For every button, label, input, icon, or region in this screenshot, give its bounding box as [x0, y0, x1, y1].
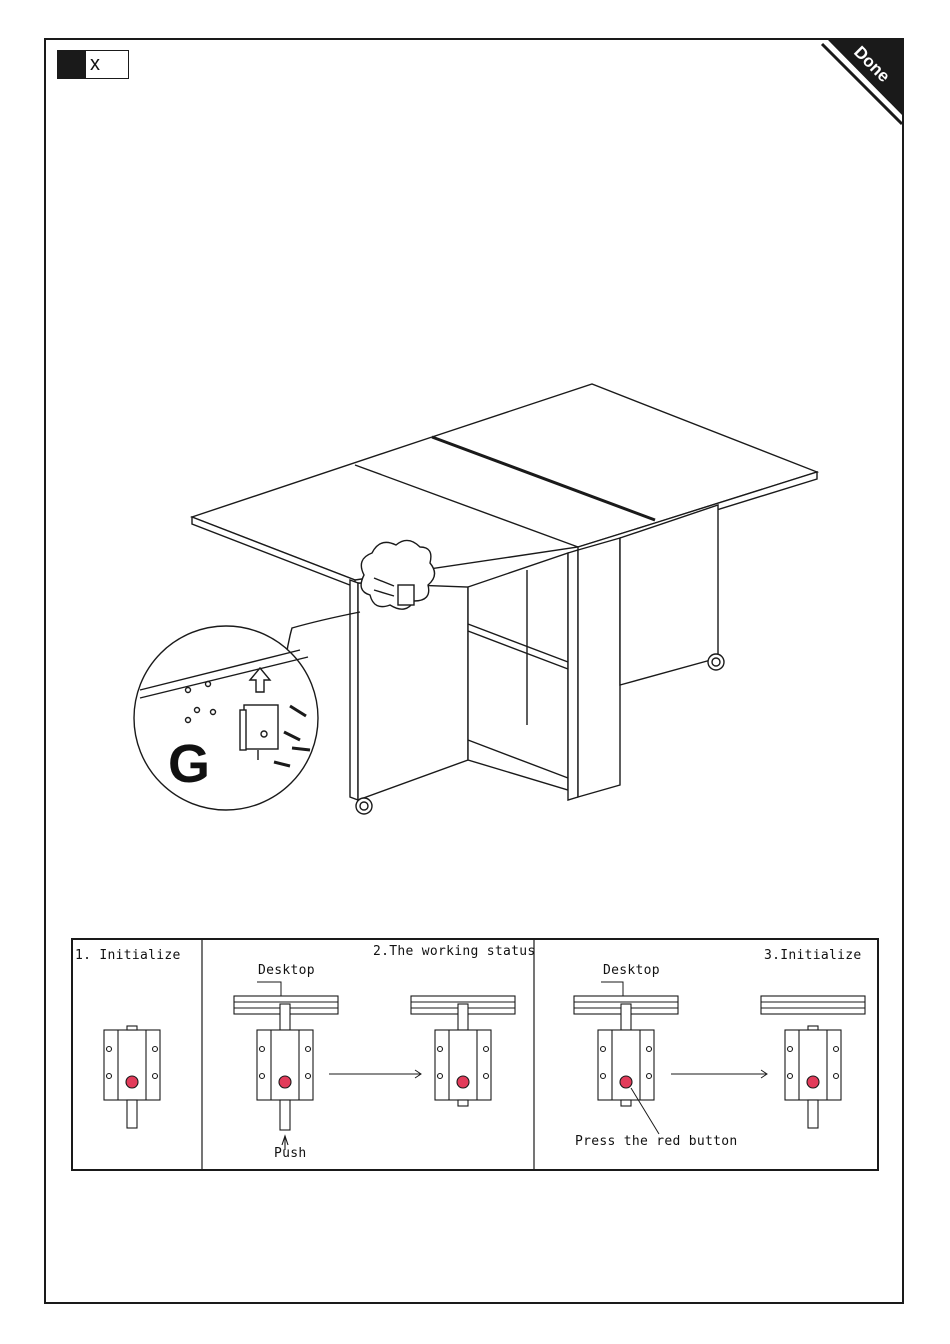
latch-2a-body	[257, 1030, 313, 1100]
small-bracket	[398, 585, 414, 605]
latch-3a-hole	[601, 1074, 606, 1079]
red-button-note: Press the red button	[575, 1134, 738, 1149]
cabinet-side	[468, 553, 568, 790]
latch-3b-hole	[834, 1074, 839, 1079]
mechanism-diagrams	[71, 938, 879, 1171]
callout-letter: G	[168, 734, 210, 794]
magnified-detail-circle	[134, 626, 318, 810]
latch-2a-hole	[306, 1047, 311, 1052]
latch-2b-neck	[458, 1004, 468, 1030]
red-button-2a	[279, 1076, 291, 1088]
latch-1-hole	[153, 1047, 158, 1052]
latch-1-body	[104, 1030, 160, 1100]
red-button-3a	[620, 1076, 632, 1088]
mechanism-detail-panel: 1. Initialize 2.The working status Deskt…	[71, 938, 879, 1171]
latch-3a-neck	[621, 1004, 631, 1030]
latch-2a-pin	[280, 1100, 290, 1130]
latch-3b-body	[785, 1030, 841, 1100]
latch-2b-hole	[484, 1074, 489, 1079]
latch-2b-hole	[438, 1047, 443, 1052]
latch-3a-hole	[647, 1074, 652, 1079]
red-button-2b	[457, 1076, 469, 1088]
latch-2b-body	[435, 1030, 491, 1100]
latch-2b-pin	[458, 1100, 468, 1106]
latch-2b-hole	[438, 1074, 443, 1079]
panel-3-title: 3.Initialize	[764, 948, 862, 963]
latch-3b-hole	[788, 1047, 793, 1052]
latch-2b-hole	[484, 1047, 489, 1052]
latch-3b-top	[808, 1026, 818, 1030]
push-label: Push	[274, 1146, 307, 1161]
bracket-g	[244, 705, 278, 749]
red-button-1	[126, 1076, 138, 1088]
wheel-back-right	[708, 654, 724, 670]
latch-2a-neck	[280, 1004, 290, 1030]
wheel-front-left	[356, 798, 372, 814]
latch-1-pin	[127, 1100, 137, 1128]
cabinet-front-post	[568, 550, 578, 800]
panel-1-title: 1. Initialize	[75, 948, 181, 963]
latch-3a-body	[598, 1030, 654, 1100]
latch-2a-hole	[306, 1074, 311, 1079]
latch-3a-pin	[621, 1100, 631, 1106]
latch-3b-hole	[834, 1047, 839, 1052]
latch-3a-hole	[647, 1047, 652, 1052]
latch-1-hole	[153, 1074, 158, 1079]
panel-2-title: 2.The working status	[373, 944, 536, 959]
left-support-panel	[358, 583, 468, 800]
latch-2a-hole	[260, 1047, 265, 1052]
done-corner-ribbon: Done	[0, 0, 950, 200]
latch-3b-hole	[788, 1074, 793, 1079]
panel-3-desktop-label: Desktop	[603, 963, 660, 978]
table-assembly-illustration: G	[120, 370, 840, 830]
screw-3	[292, 748, 310, 750]
latch-1-hole	[107, 1047, 112, 1052]
bracket-g-side	[240, 710, 246, 750]
panel-2-desktop-label: Desktop	[258, 963, 315, 978]
latch-2a-hole	[260, 1074, 265, 1079]
red-button-3b	[807, 1076, 819, 1088]
latch-1-hole	[107, 1074, 112, 1079]
desktop-board-3b	[761, 996, 865, 1014]
latch-3a-hole	[601, 1047, 606, 1052]
table-top	[192, 384, 817, 580]
cabinet-front-panel	[578, 538, 620, 797]
latch-1-top	[127, 1026, 137, 1030]
latch-3b-pin	[808, 1100, 818, 1128]
